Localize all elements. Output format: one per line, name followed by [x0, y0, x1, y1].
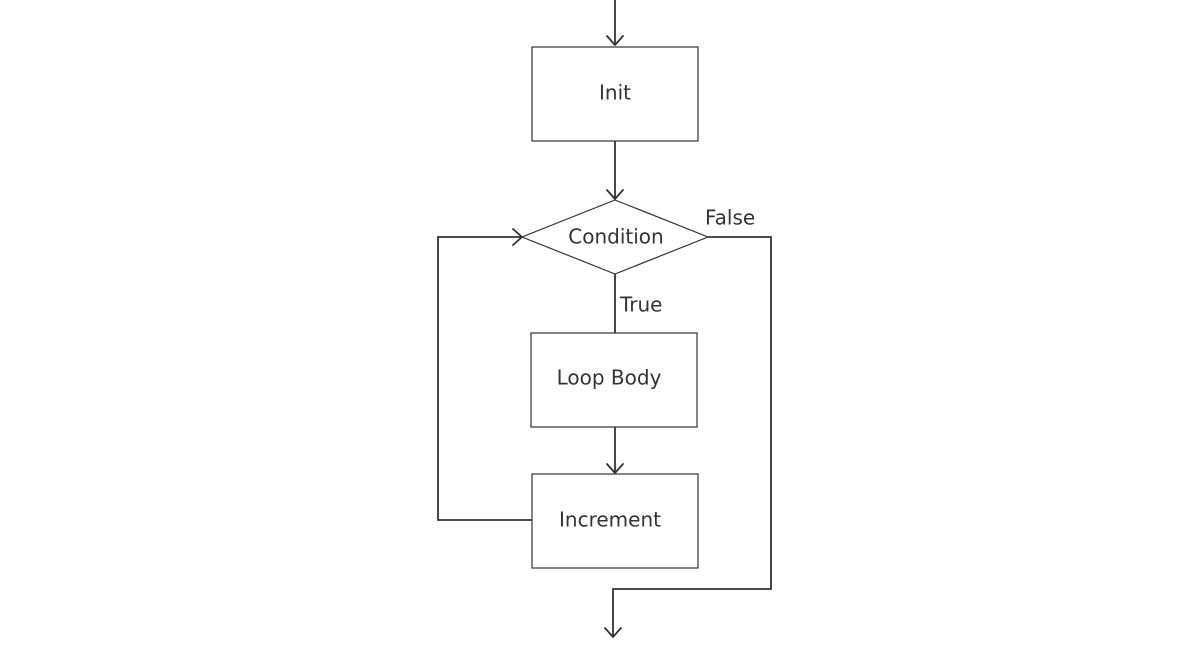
node-condition: Condition [520, 199, 710, 275]
node-init-label: Init [599, 81, 631, 105]
node-loop-body: Loop Body [530, 332, 698, 428]
edge-entry-to-init [606, 0, 624, 46]
edge-label-true: True [619, 293, 662, 317]
node-loop-body-label: Loop Body [557, 366, 662, 390]
edge-condition-to-exit: False [604, 206, 772, 638]
edge-increment-to-condition [437, 228, 532, 521]
node-condition-label: Condition [568, 225, 663, 249]
edge-init-to-condition [606, 141, 624, 200]
node-init: Init [531, 46, 699, 142]
edge-condition-to-loop-body: True [614, 274, 662, 333]
edge-loop-body-to-increment [606, 427, 624, 474]
node-increment: Increment [531, 473, 699, 569]
edge-label-false: False [705, 206, 755, 230]
node-increment-label: Increment [559, 508, 661, 532]
